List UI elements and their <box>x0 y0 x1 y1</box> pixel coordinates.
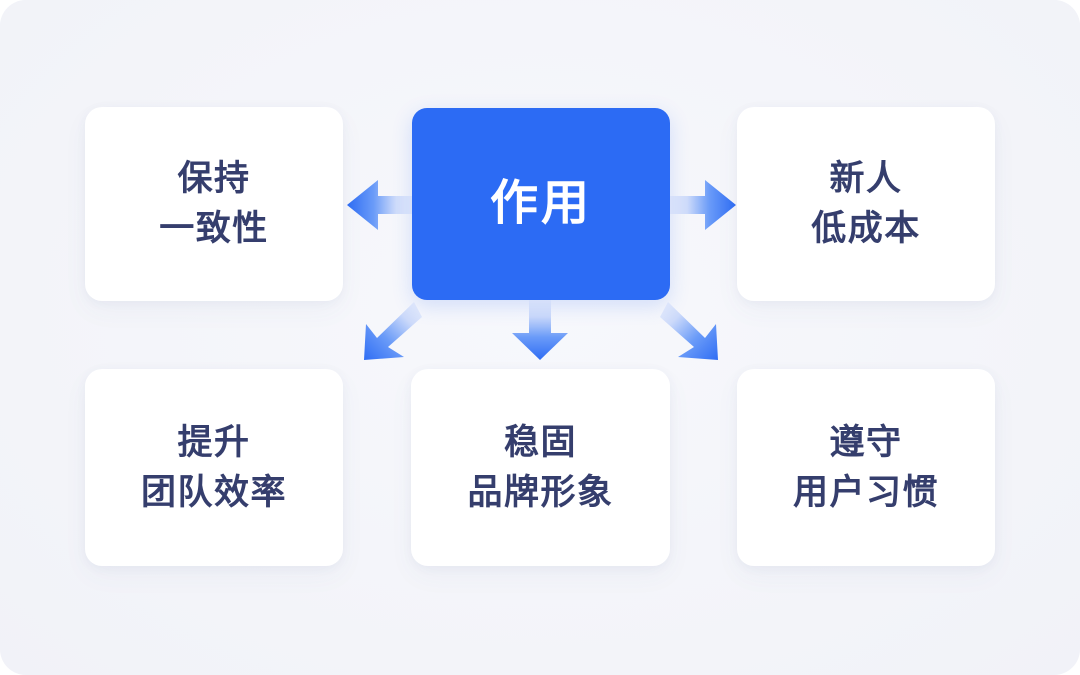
node-card-bottom-right-line2: 用户习惯 <box>792 472 939 512</box>
node-card-top-left-line1: 保持 <box>177 159 251 199</box>
node-card-top-right-line1: 新人 <box>829 159 903 199</box>
node-card-bottom-left[interactable]: 提升 团队效率 <box>85 369 343 566</box>
arrow-right-icon <box>666 178 738 232</box>
node-card-bottom-center[interactable]: 稳固 品牌形象 <box>411 369 670 566</box>
arrow-left-icon <box>345 178 417 232</box>
node-card-top-right-line2: 低成本 <box>811 209 921 248</box>
hub-label: 作用 <box>489 177 592 230</box>
node-card-top-left[interactable]: 保持 一致性 <box>85 107 343 301</box>
node-card-bottom-right-line1: 遵守 <box>829 422 903 462</box>
node-card-bottom-left-line2: 团队效率 <box>140 472 287 512</box>
node-card-bottom-center-line1: 稳固 <box>503 422 577 462</box>
node-card-bottom-left-line1: 提升 <box>177 422 251 462</box>
arrow-down-left-icon <box>344 298 422 364</box>
arrow-down-right-icon <box>660 298 738 364</box>
node-card-bottom-center-line2: 品牌形象 <box>467 472 614 512</box>
node-card-top-left-line2: 一致性 <box>159 209 269 248</box>
arrow-down-icon <box>502 300 578 362</box>
node-card-top-right[interactable]: 新人 低成本 <box>737 107 995 301</box>
node-card-bottom-right[interactable]: 遵守 用户习惯 <box>737 369 995 566</box>
hub-node[interactable]: 作用 <box>412 108 670 300</box>
